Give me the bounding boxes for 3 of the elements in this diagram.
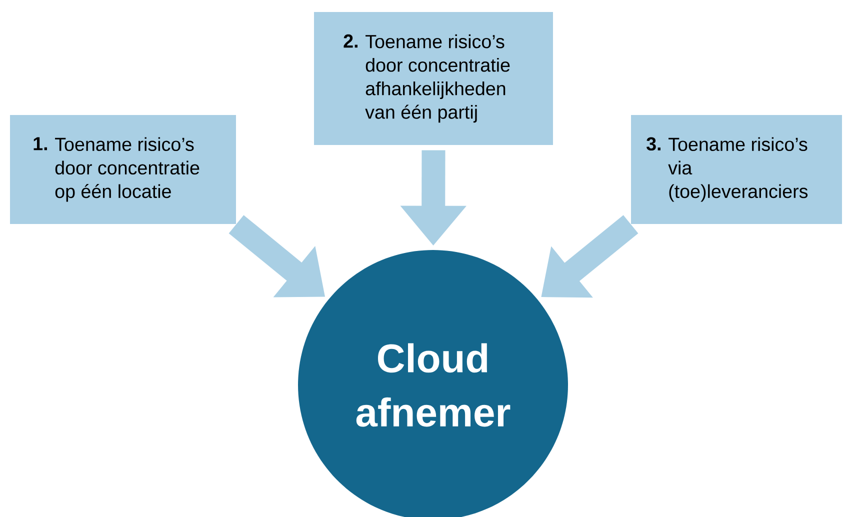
info-box: 3. Toename risico’s via (toe)leveranciers	[631, 115, 842, 224]
info-box: 2. Toename risico’s door concentratie afhankelijkheden van één partij	[314, 12, 553, 145]
info-box: 1. Toename risico’s door concentratie op één locatie	[10, 115, 236, 224]
